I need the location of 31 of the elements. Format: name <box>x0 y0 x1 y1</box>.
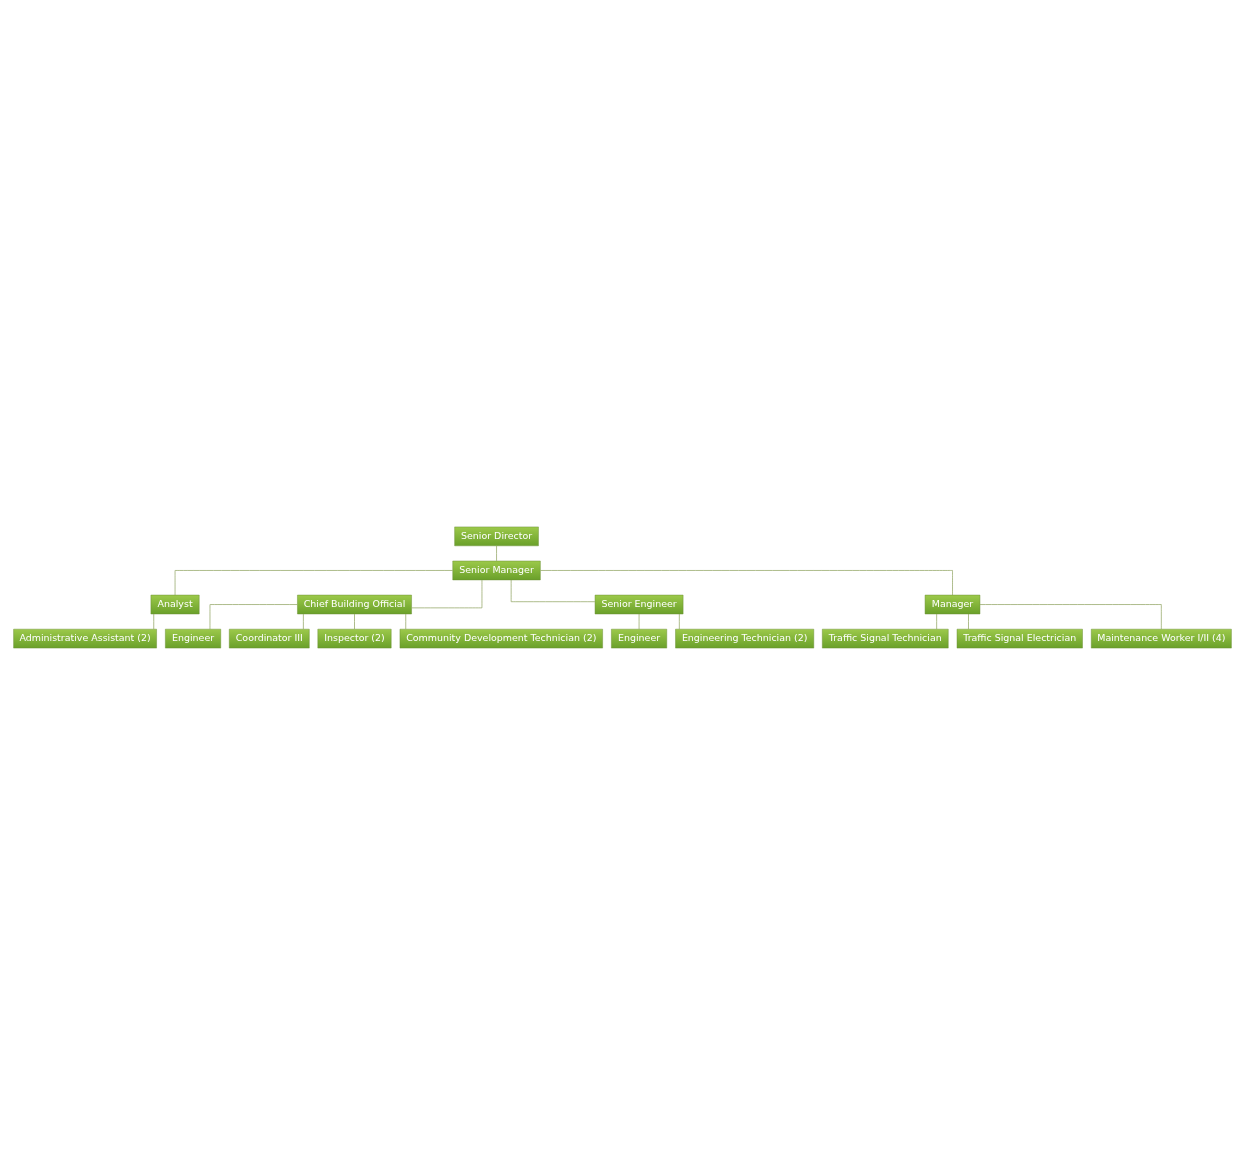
node-box: Traffic Signal Electrician <box>956 628 1083 649</box>
node-box: Administrative Assistant (2) <box>13 628 157 649</box>
node-box: Community Development Technician (2) <box>399 628 603 649</box>
node-box: Manager <box>924 594 981 615</box>
connector <box>209 604 298 630</box>
connector <box>968 613 969 630</box>
node-box: Coordinator III <box>229 628 310 649</box>
connector <box>354 613 355 630</box>
connector <box>303 613 304 630</box>
node-box: Senior Engineer <box>594 594 684 615</box>
node-box: Engineer <box>165 628 221 649</box>
connector <box>496 545 497 562</box>
node-box: Chief Building Official <box>297 594 412 615</box>
node-box: Traffic Signal Technician <box>822 628 949 649</box>
connector <box>638 613 640 630</box>
connector <box>678 613 680 630</box>
node-box: Analyst <box>150 594 200 615</box>
connector <box>411 579 483 609</box>
connector <box>936 613 937 630</box>
node-box: Inspector (2) <box>317 628 392 649</box>
connector <box>540 570 953 596</box>
node-box: Senior Manager <box>452 560 541 581</box>
connector <box>153 613 155 630</box>
connector <box>405 613 407 630</box>
node-box: Senior Director <box>454 526 539 547</box>
node-box: Engineering Technician (2) <box>675 628 815 649</box>
connector <box>979 604 1162 630</box>
connector <box>174 570 454 596</box>
node-box: Engineer <box>611 628 667 649</box>
node-box: Maintenance Worker I/II (4) <box>1091 628 1232 649</box>
connector <box>510 579 596 603</box>
